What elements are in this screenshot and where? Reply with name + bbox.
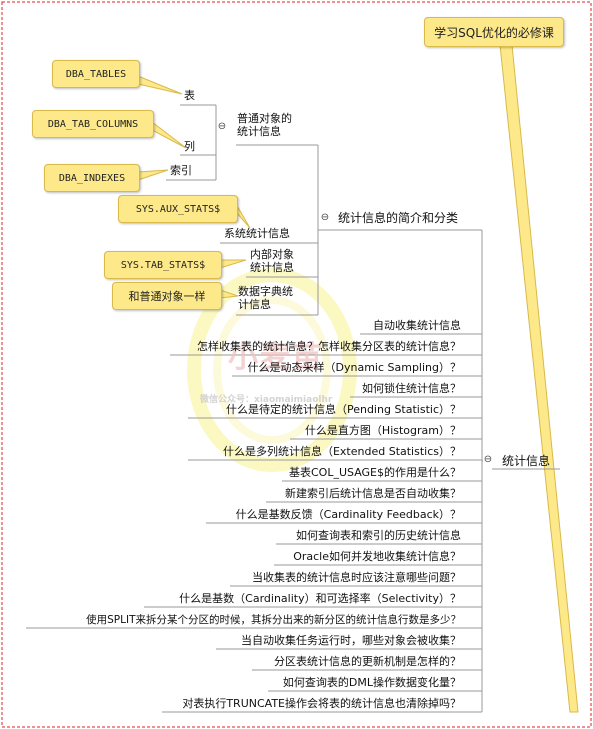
callout-pointer-aux-stats bbox=[235, 202, 251, 229]
watermark-sub-text: 微信公众号：xiaomaimiaolhr bbox=[200, 395, 333, 405]
question-item[interactable]: 什么是基数（Cardinality）和可选择率（Selectivity）？ bbox=[179, 592, 461, 605]
question-item[interactable]: 使用SPLIT来拆分某个分区的时候，其拆分出来的新分区的统计信息行数是多少？ bbox=[86, 614, 461, 626]
callout-pointer-tab-stats bbox=[219, 259, 247, 269]
question-item[interactable]: 对表执行TRUNCATE操作会将表的统计信息也清除掉吗？ bbox=[182, 697, 461, 710]
question-item[interactable]: Oracle如何并发地收集统计信息？ bbox=[293, 550, 461, 563]
question-item[interactable]: 怎样收集表的统计信息？怎样收集分区表的统计信息？ bbox=[197, 340, 461, 353]
question-item[interactable]: 分区表统计信息的更新机制是怎样的？ bbox=[274, 655, 461, 668]
node-dict[interactable]: 数据字典统 计信息 bbox=[238, 285, 293, 311]
callout-top: 学习SQL优化的必修课 bbox=[424, 17, 564, 47]
callout-tab-stats: SYS.TAB_STATS$ bbox=[104, 251, 222, 279]
tree-connectors bbox=[26, 104, 560, 713]
callout-pointer-dba-tables bbox=[137, 75, 183, 95]
watermark-main-text: 小麦苗 bbox=[228, 340, 324, 375]
question-item[interactable]: 什么是基数反馈（Cardinality Feedback）？ bbox=[235, 508, 461, 521]
question-item[interactable]: 什么是多列统计信息（Extended Statistics）？ bbox=[222, 445, 461, 458]
collapse-toggle-root[interactable]: ⊖ bbox=[483, 454, 493, 466]
node-table[interactable]: 表 bbox=[184, 89, 195, 102]
collapse-toggle-intro[interactable]: ⊖ bbox=[320, 212, 330, 224]
node-index[interactable]: 索引 bbox=[170, 164, 192, 177]
node-normal-obj[interactable]: 普通对象的 统计信息 bbox=[237, 112, 292, 138]
question-item[interactable]: 新建索引后统计信息是否自动收集？ bbox=[285, 487, 461, 500]
node-root[interactable]: 统计信息 bbox=[502, 454, 551, 468]
node-system[interactable]: 系统统计信息 bbox=[224, 227, 290, 240]
callout-aux-stats: SYS.AUX_STATS$ bbox=[118, 195, 238, 223]
callout-pointer-dba-tab-columns bbox=[151, 120, 187, 149]
question-item[interactable]: 什么是直方图（Histogram）？ bbox=[304, 424, 461, 437]
callout-pointer-top bbox=[499, 44, 579, 713]
question-item[interactable]: 什么是待定的统计信息（Pending Statistic）？ bbox=[225, 403, 461, 416]
node-intro[interactable]: 统计信息的简介和分类 bbox=[338, 211, 459, 225]
question-item[interactable]: 自动收集统计信息 bbox=[373, 319, 461, 332]
collapse-toggle-normal-obj[interactable]: ⊖ bbox=[217, 121, 227, 133]
callout-dba-tab-columns: DBA_TAB_COLUMNS bbox=[32, 110, 154, 138]
question-item[interactable]: 什么是动态采样（Dynamic Sampling）？ bbox=[247, 361, 462, 374]
watermark-logo bbox=[187, 268, 357, 472]
question-item[interactable]: 基表COL_USAGE$的作用是什么？ bbox=[288, 466, 461, 479]
question-item[interactable]: 如何查询表的DML操作数据变化量？ bbox=[282, 676, 461, 689]
question-item[interactable]: 当自动收集任务运行时，哪些对象会被收集？ bbox=[241, 634, 461, 647]
callout-dba-tables: DBA_TABLES bbox=[52, 60, 140, 88]
callout-dba-indexes: DBA_INDEXES bbox=[44, 164, 140, 192]
node-column[interactable]: 列 bbox=[184, 140, 195, 153]
node-internal[interactable]: 内部对象 统计信息 bbox=[250, 248, 294, 274]
question-item[interactable]: 如何查询表和索引的历史统计信息 bbox=[296, 529, 461, 542]
question-item[interactable]: 如何锁住统计信息？ bbox=[362, 382, 461, 395]
callout-same-as-normal: 和普通对象一样 bbox=[112, 282, 222, 310]
question-item[interactable]: 当收集表的统计信息时应该注意哪些问题？ bbox=[252, 571, 461, 584]
callout-pointer-dba-indexes bbox=[137, 169, 169, 181]
